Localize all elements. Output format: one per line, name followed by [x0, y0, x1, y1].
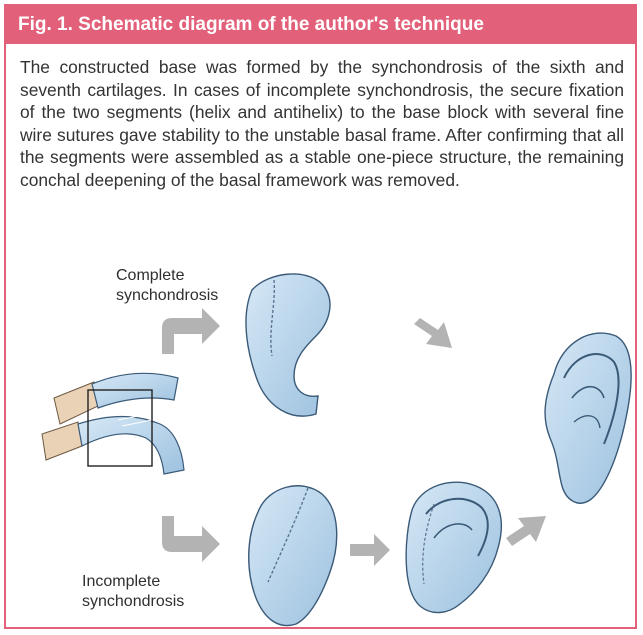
label-incomplete-line2: synchondrosis	[82, 592, 184, 612]
label-incomplete-line1: Incomplete	[82, 572, 184, 592]
figure-panel: Fig. 1. Schematic diagram of the author'…	[4, 4, 637, 629]
figure-title: Fig. 1. Schematic diagram of the author'…	[6, 6, 635, 44]
label-incomplete: Incomplete synchondrosis	[82, 572, 184, 612]
label-complete-line1: Complete	[116, 266, 218, 286]
arrow-down-right	[162, 516, 220, 562]
helix-segment-complete	[246, 274, 330, 416]
arrow-diagonal-up	[506, 516, 546, 546]
label-complete: Complete synchondrosis	[116, 266, 218, 306]
assembled-framework	[406, 482, 501, 612]
rib-cartilage-graft	[42, 373, 184, 474]
arrow-diagonal-down	[414, 318, 452, 348]
arrow-right	[350, 534, 390, 566]
label-complete-line2: synchondrosis	[116, 286, 218, 306]
figure-caption: The constructed base was formed by the s…	[20, 56, 624, 192]
arrow-up-right	[162, 308, 220, 354]
base-block-incomplete	[249, 486, 337, 626]
schematic-illustration	[6, 238, 635, 627]
finished-ear-framework	[545, 333, 631, 503]
